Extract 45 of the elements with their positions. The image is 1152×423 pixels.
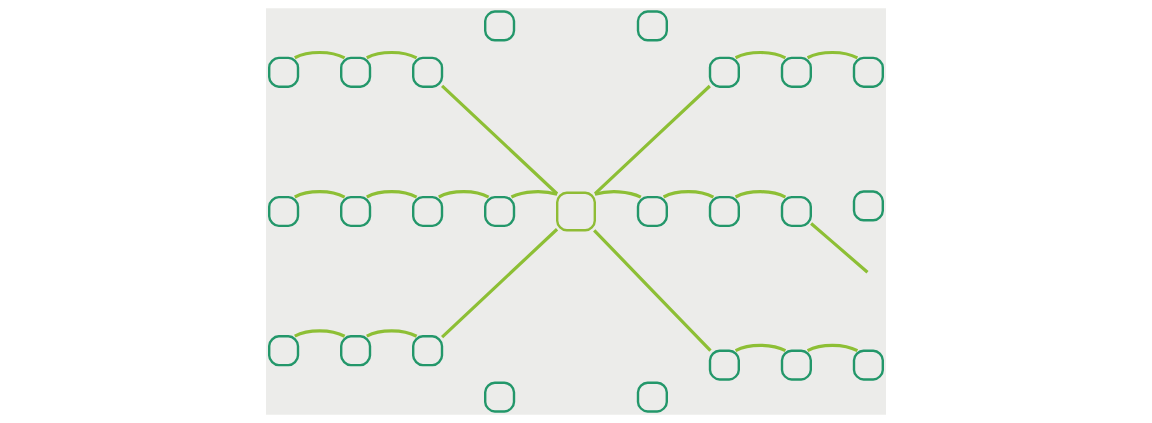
connector (294, 329, 346, 338)
node-box (484, 381, 516, 413)
connector (810, 222, 869, 274)
connector (441, 84, 559, 195)
connector (366, 329, 418, 338)
node-box (708, 56, 740, 88)
node-box (268, 195, 300, 228)
node-box (412, 195, 444, 228)
node-box (268, 335, 300, 367)
connector (593, 229, 712, 352)
connector (662, 190, 715, 199)
connector (366, 50, 418, 60)
node-box (636, 381, 668, 413)
node-box (412, 56, 444, 88)
connector (510, 190, 558, 199)
connector (594, 84, 711, 195)
connector (594, 190, 642, 199)
node-box (340, 335, 372, 367)
connector (734, 190, 787, 199)
node-box (412, 335, 444, 367)
node-box (484, 195, 516, 228)
node-box (340, 56, 372, 88)
node-box (636, 195, 668, 228)
connector (734, 50, 787, 60)
connector (806, 343, 859, 353)
node-box (340, 195, 372, 228)
connector (294, 190, 346, 199)
node-box (780, 349, 812, 381)
connector (806, 50, 859, 60)
node-box (852, 190, 884, 222)
node-box (556, 191, 596, 232)
node-box (852, 56, 884, 88)
node-box (708, 349, 740, 381)
connector (366, 190, 418, 199)
node-box (268, 56, 300, 88)
node-box (708, 195, 740, 228)
node-box (636, 10, 668, 42)
node-box (852, 349, 884, 381)
node-box (484, 10, 516, 42)
connector (294, 50, 346, 60)
connector (438, 190, 490, 199)
node-box (780, 195, 812, 228)
connector (441, 228, 559, 339)
connector (734, 343, 787, 353)
node-box (780, 56, 812, 88)
